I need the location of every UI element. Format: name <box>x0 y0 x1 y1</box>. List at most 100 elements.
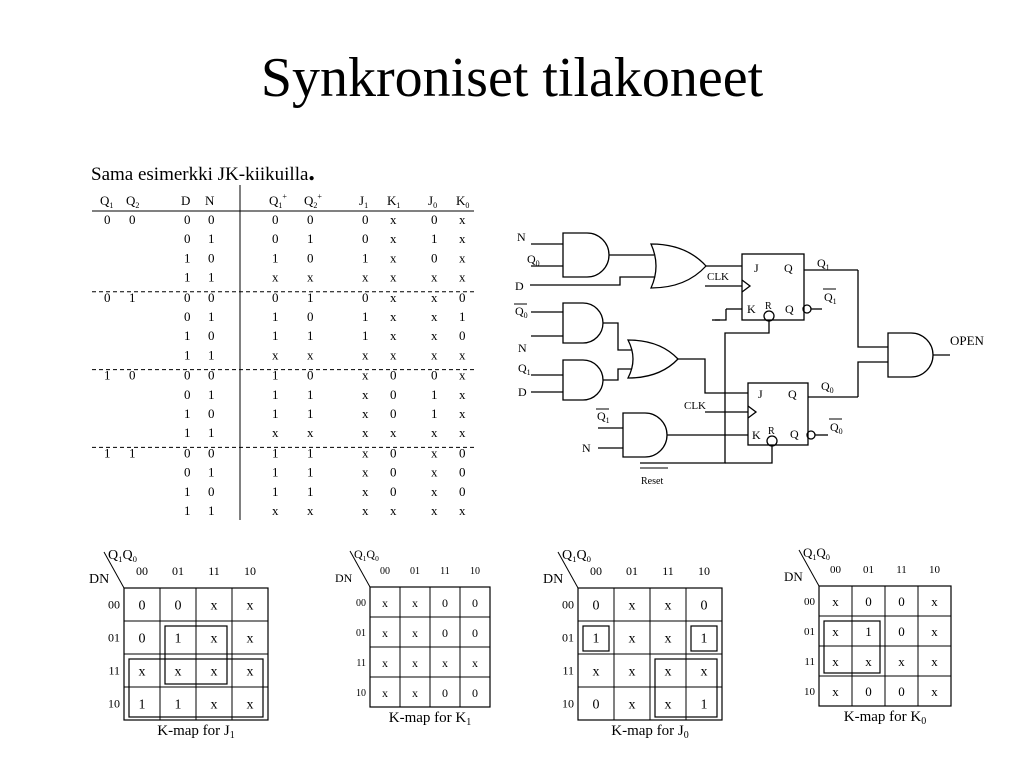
tt-cell: x <box>390 290 397 305</box>
tt-cell: 0 <box>459 484 466 499</box>
tt-cell: x <box>390 250 397 265</box>
tt-cell: x <box>362 406 369 421</box>
kmap-cell: x <box>247 698 254 713</box>
tt-cell: 0 <box>431 368 438 383</box>
tt-cell: x <box>362 445 369 460</box>
kmap-corner-q1q0: Q1Q0 <box>803 545 830 562</box>
kmap-cell: 0 <box>442 686 448 700</box>
tt-cell: 1 <box>272 484 279 499</box>
kmap-group-loop <box>128 658 264 718</box>
label-clk-2: CLK <box>684 400 706 412</box>
tt-cell: 0 <box>184 231 191 246</box>
tt-header-3: N <box>205 193 215 208</box>
tt-cell: x <box>431 290 438 305</box>
kmap-cell: x <box>931 594 938 609</box>
kmap-cell: x <box>629 632 636 647</box>
and-gate-4 <box>622 412 668 458</box>
tt-cell: x <box>459 406 466 421</box>
kmap-cell: 0 <box>593 698 600 713</box>
kmap-cell: x <box>865 654 872 669</box>
ff2-clk-triangle <box>747 405 758 419</box>
subtitle-text: Sama esimerkki JK-kiikuilla <box>91 164 309 185</box>
tt-cell: 0 <box>208 445 215 460</box>
wire-q1-open <box>857 270 888 348</box>
tt-cell-q1: 0 <box>104 290 111 305</box>
label-q1-mid: Q1 <box>518 361 531 377</box>
kmap-col-header: 00 <box>590 564 602 578</box>
tt-cell: 0 <box>184 309 191 324</box>
tt-cell: 1 <box>307 465 314 480</box>
tt-cell: x <box>431 465 438 480</box>
tt-cell: 0 <box>307 368 314 383</box>
tt-cell: 0 <box>459 290 466 305</box>
tt-header-5: Q2+ <box>304 192 322 210</box>
kmap-cell: x <box>832 654 839 669</box>
kmap-cell: x <box>211 698 218 713</box>
tt-cell: x <box>431 270 438 285</box>
kmap-cell: 0 <box>865 594 872 609</box>
tt-cell: 1 <box>208 270 215 285</box>
tt-cell: 0 <box>272 231 279 246</box>
kmap-cell: 0 <box>701 599 708 614</box>
kmap-cell: x <box>442 656 448 670</box>
tt-cell: 0 <box>184 445 191 460</box>
wire-d-or1 <box>530 276 655 286</box>
tt-cell: 1 <box>431 387 438 402</box>
tt-cell: x <box>390 347 397 362</box>
ff1-j-label: J <box>754 261 759 275</box>
kmap-col-header: 00 <box>830 564 842 576</box>
tt-cell: x <box>272 425 279 440</box>
tt-cell: 0 <box>390 368 397 383</box>
kmap-cell: x <box>175 665 182 680</box>
slide-title: Synkroniset tilakoneet <box>260 47 764 109</box>
kmap-cell: 0 <box>472 626 478 640</box>
tt-cell: 0 <box>431 212 438 227</box>
kmap-cell: x <box>931 624 938 639</box>
kmap-corner-diagonal <box>103 551 125 589</box>
tt-cell: 1 <box>208 309 215 324</box>
kmap-corner-q1q0: Q1Q0 <box>354 547 379 563</box>
tt-cell: x <box>459 212 466 227</box>
kmap-cell: x <box>247 632 254 647</box>
tt-cell: 0 <box>459 465 466 480</box>
tt-cell-q2: 0 <box>129 368 136 383</box>
tt-cell: 0 <box>184 290 191 305</box>
out-q0bar-label: Q0 <box>830 420 843 436</box>
tt-cell: 1 <box>272 250 279 265</box>
tt-cell: 1 <box>272 328 279 343</box>
label-q0bar: Q0 <box>515 304 528 320</box>
kmap-col-header: 00 <box>380 566 390 577</box>
kmap-cell: x <box>665 632 672 647</box>
tt-cell-q2: 1 <box>129 445 136 460</box>
tt-cell: x <box>390 425 397 440</box>
tt-cell: 1 <box>362 250 369 265</box>
tt-cell: 0 <box>390 406 397 421</box>
tt-cell-q2: 1 <box>129 290 136 305</box>
tt-cell: x <box>390 503 397 518</box>
kmap-corner-dn: DN <box>89 572 109 587</box>
tt-cell: 0 <box>184 465 191 480</box>
ff1-clk-triangle <box>741 279 752 293</box>
tt-header-1: Q2 <box>126 193 139 210</box>
tt-cell: 0 <box>208 250 215 265</box>
kmap-cell: x <box>665 665 672 680</box>
kmap-row-header: 10 <box>108 697 120 711</box>
kmap-cell: x <box>382 596 388 610</box>
tt-cell: 0 <box>362 212 369 227</box>
tt-header-8: J0 <box>428 193 437 210</box>
kmap-cell: x <box>211 599 218 614</box>
label-d-top: D <box>515 279 524 293</box>
tt-cell: x <box>431 309 438 324</box>
wire-reset-2 <box>725 446 773 464</box>
label-q0-top: Q0 <box>527 252 540 268</box>
kmap-cell: 1 <box>175 632 182 647</box>
kmap-row-header: 00 <box>108 598 120 612</box>
tt-cell: 0 <box>307 250 314 265</box>
kmap-caption: K-map for K1 <box>389 710 471 728</box>
tt-cell: x <box>459 270 466 285</box>
kmap-caption: K-map for J1 <box>157 723 234 741</box>
tt-cell: 1 <box>307 387 314 402</box>
ff2-k-label: K <box>752 428 761 442</box>
